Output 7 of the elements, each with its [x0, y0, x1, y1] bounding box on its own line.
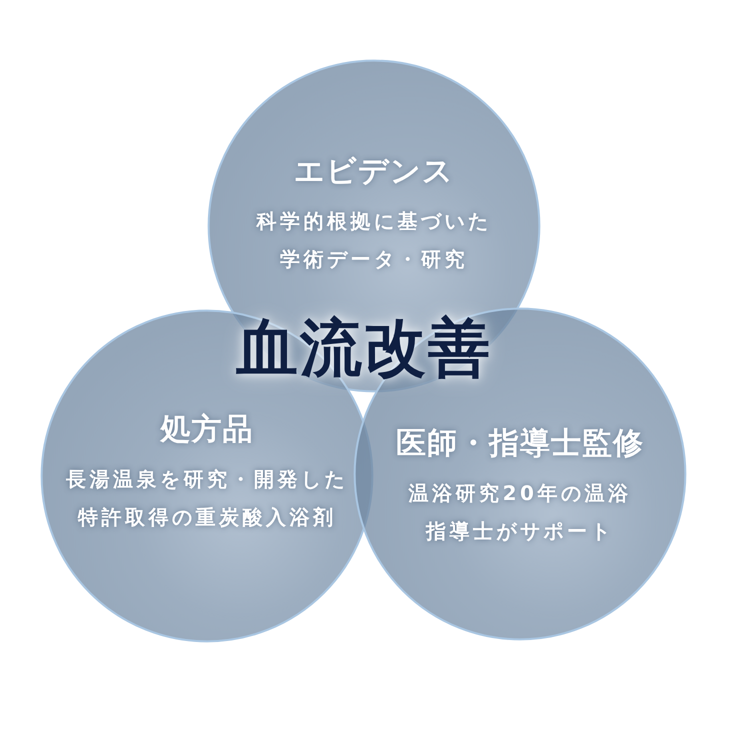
- circle-description: 科学的根拠に基づいた学術データ・研究: [255, 208, 492, 273]
- circle-heading: エビデンス: [294, 154, 454, 190]
- overlap-label: 血流改善: [236, 314, 492, 382]
- circle-heading: 処方品: [160, 412, 254, 448]
- circle-description: 温浴研究20年の温浴指導士がサポート: [407, 480, 632, 545]
- circle-description: 長湯温泉を研究・開発した特許取得の重炭酸入浴剤: [65, 466, 349, 531]
- circle-heading: 医師・指導士監修: [396, 426, 644, 462]
